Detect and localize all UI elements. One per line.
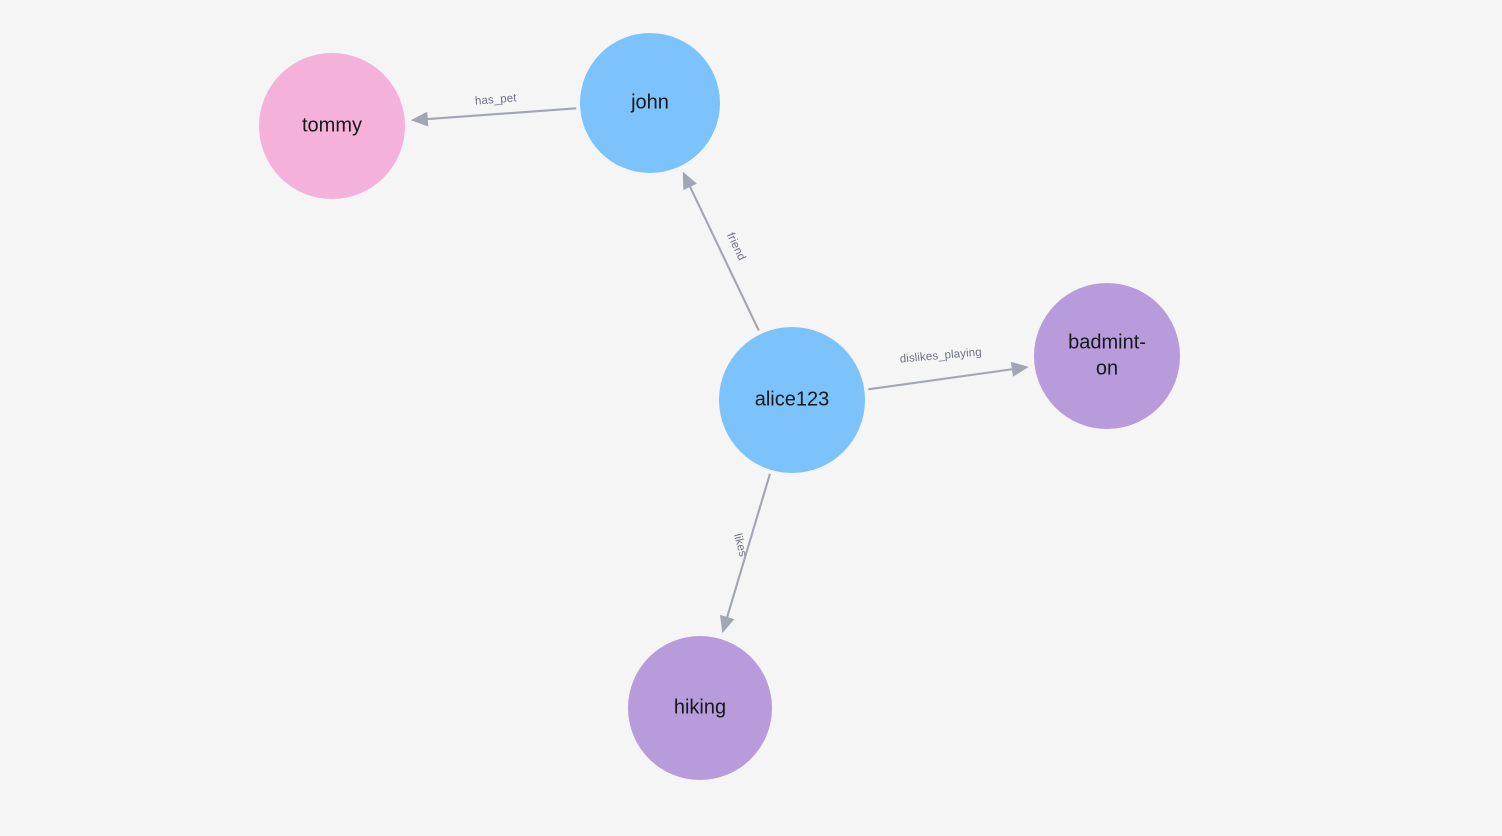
graph-node-alice123[interactable]: alice123: [719, 327, 865, 473]
graph-node-john[interactable]: john: [580, 33, 720, 173]
node-circle[interactable]: [719, 327, 865, 473]
edge-arrowhead-icon: [1010, 361, 1029, 377]
graph-edge[interactable]: dislikes_playing: [868, 346, 1029, 391]
edge-label: likes: [731, 532, 749, 558]
node-circle[interactable]: [1034, 283, 1180, 429]
node-circle[interactable]: [580, 33, 720, 173]
node-circle[interactable]: [259, 53, 405, 199]
edge-line: [688, 184, 760, 331]
edge-label: has_pet: [475, 92, 518, 107]
edge-arrowhead-icon: [720, 614, 735, 634]
graph-node-badminton[interactable]: badmint-on: [1034, 283, 1180, 429]
graph-edge[interactable]: likes: [720, 473, 771, 634]
graph-node-hiking[interactable]: hiking: [628, 636, 772, 780]
edge-line: [425, 107, 577, 121]
nodes-layer: tommy john alice123 badmint-on hiking: [259, 33, 1180, 780]
edge-label: dislikes_playing: [899, 346, 982, 365]
graph-edge[interactable]: has_pet: [410, 92, 577, 127]
edge-line: [725, 473, 771, 620]
node-circle[interactable]: [628, 636, 772, 780]
graph-node-tommy[interactable]: tommy: [259, 53, 405, 199]
graph-edge[interactable]: friend: [682, 171, 760, 331]
edge-line: [868, 367, 1015, 391]
edge-arrowhead-icon: [682, 171, 697, 191]
edge-label: friend: [724, 231, 747, 263]
edge-arrowhead-icon: [410, 111, 429, 127]
